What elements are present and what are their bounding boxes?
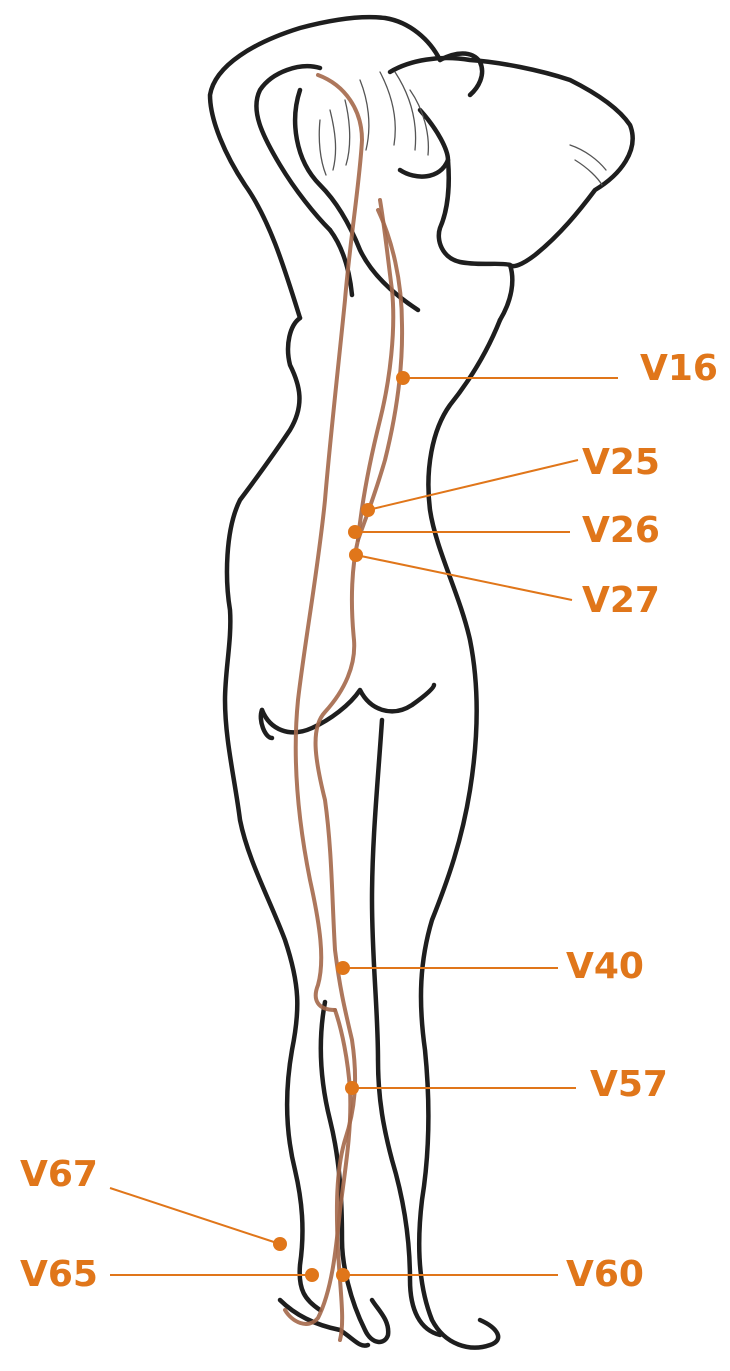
- right-leg-inner: [372, 720, 440, 1335]
- buttocks-line: [262, 685, 434, 732]
- point-marker-v57: [345, 1081, 359, 1095]
- acupoint-v65: V65: [20, 1254, 319, 1295]
- label-v25: V25: [582, 442, 660, 483]
- hair-stroke: [345, 100, 350, 165]
- leader-line-v67: [110, 1188, 280, 1244]
- acupoint-v40: V40: [336, 946, 644, 987]
- acupoint-v67: V67: [20, 1154, 287, 1251]
- acupoint-v60: V60: [336, 1254, 644, 1295]
- right-torso: [419, 320, 500, 1348]
- acupoint-v57: V57: [345, 1064, 668, 1105]
- point-marker-v26: [348, 525, 362, 539]
- leader-line-v25: [368, 460, 578, 510]
- point-marker-v25: [361, 503, 375, 517]
- label-v26: V26: [582, 510, 660, 551]
- acupoint-v16: V16: [396, 348, 718, 389]
- left-arm-inner: [256, 66, 330, 230]
- neck-shoulder-right: [439, 160, 512, 320]
- hair-stroke: [380, 72, 395, 145]
- hair-stroke: [575, 160, 602, 185]
- meridian-outer-branch: [296, 75, 362, 1010]
- label-v16: V16: [640, 348, 718, 389]
- point-marker-v60: [336, 1268, 350, 1282]
- hair-stroke: [570, 145, 606, 170]
- hair-stroke: [319, 120, 326, 175]
- point-marker-v27: [349, 548, 363, 562]
- point-marker-v40: [336, 961, 350, 975]
- hair-stroke: [395, 72, 416, 150]
- point-marker-v67: [273, 1237, 287, 1251]
- label-v57: V57: [590, 1064, 668, 1105]
- label-v60: V60: [566, 1254, 644, 1295]
- left-arm-outline: [210, 17, 440, 318]
- point-marker-v16: [396, 371, 410, 385]
- acupoint-v25: V25: [361, 442, 660, 517]
- leader-line-v27: [356, 555, 572, 600]
- body-outline: [210, 17, 633, 1347]
- hair-stroke: [410, 90, 428, 155]
- label-v67: V67: [20, 1154, 98, 1195]
- hair-stroke: [330, 110, 336, 170]
- label-v40: V40: [566, 946, 644, 987]
- point-marker-v65: [305, 1268, 319, 1282]
- label-v65: V65: [20, 1254, 98, 1295]
- label-v27: V27: [582, 580, 660, 621]
- acupoint-v26: V26: [348, 510, 660, 551]
- right-arm-outline: [390, 58, 633, 266]
- acupoint-v27: V27: [349, 548, 660, 621]
- left-torso: [225, 318, 320, 1310]
